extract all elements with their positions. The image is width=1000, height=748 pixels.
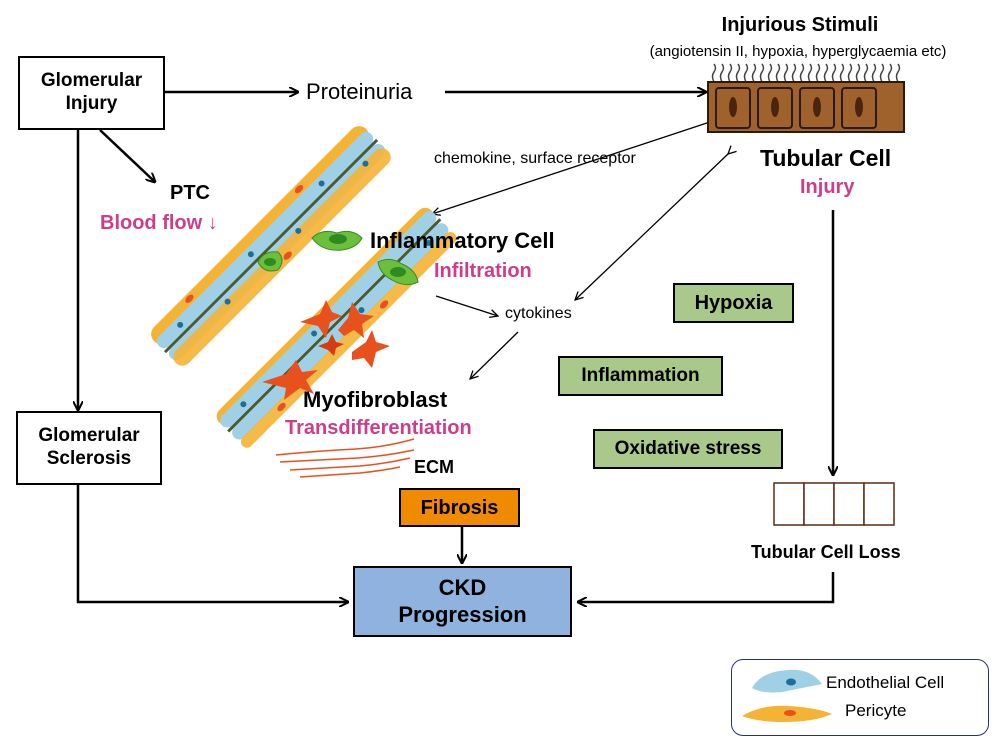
ckd-line1: CKD [438,575,487,601]
arrow-injury-ptc [99,129,155,182]
legend-pericyte-icon [742,705,832,722]
inflammation-box: Inflammation [558,356,723,396]
oxidative-stress-box: Oxidative stress [593,429,783,469]
myofibroblast-status: Transdifferentiation [285,417,472,439]
cytokines-label: cytokines [505,305,572,322]
myofibroblast-title: Myofibroblast [303,387,448,412]
ckd-progression-box: CKD Progression [353,566,572,637]
glomerular-sclerosis-line2: Sclerosis [46,448,132,469]
ckd-line2: Progression [398,601,527,627]
arrow-sclerosis-ckd [76,485,348,602]
tubular-cell-title: Tubular Cell [760,145,892,171]
tubular-cells-illustration [707,63,905,133]
injurious-stimuli-subtitle: (angiotensin II, hypoxia, hyperglycaemia… [649,43,947,60]
arrow-cytokines-myofibroblast [470,331,519,379]
legend-endothelial-icon [752,669,822,693]
arrow-tubular-cytokines [575,154,728,300]
ptc-title: PTC [170,182,210,204]
arrow-inflammatory-cytokines [435,295,498,316]
hypoxia-box: Hypoxia [673,283,794,323]
ecm-illustration [275,438,415,478]
glomerular-sclerosis-box: Glomerular Sclerosis [16,411,162,485]
glomerular-injury-line2: Injury [65,93,118,114]
tubular-loss-illustration [773,482,895,526]
chemokine-label: chemokine, surface receptor [434,150,636,167]
glomerular-injury-line1: Glomerular [40,70,143,92]
glomerular-sclerosis-line1: Glomerular [38,425,140,447]
legend-endothelial-label: Endothelial Cell [826,673,945,692]
ecm-label: ECM [414,457,454,477]
hypoxia-label: Hypoxia [694,291,773,314]
inflammatory-cells-illustration [257,230,419,286]
legend-box [731,659,989,736]
tubular-cell-status: Injury [800,176,855,198]
tubular-cell-loss-label: Tubular Cell Loss [751,542,901,562]
glomerular-injury-box: Glomerular Injury [18,56,165,130]
inflammation-label: Inflammation [581,365,700,386]
myofibroblast-illustration [262,300,390,400]
fibrosis-box: Fibrosis [399,488,520,527]
arrow-loss-ckd [578,572,835,602]
proteinuria-label: Proteinuria [306,79,413,104]
inflammatory-cell-status: Infiltration [434,260,532,282]
legend-pericyte-label: Pericyte [845,701,907,720]
inflammatory-cell-title: Inflammatory Cell [370,228,555,253]
injurious-stimuli-title: Injurious Stimuli [721,14,879,36]
ptc-status: Blood flow ↓ [100,212,218,234]
oxidative-stress-label: Oxidative stress [614,438,762,459]
fibrosis-label: Fibrosis [420,496,499,519]
